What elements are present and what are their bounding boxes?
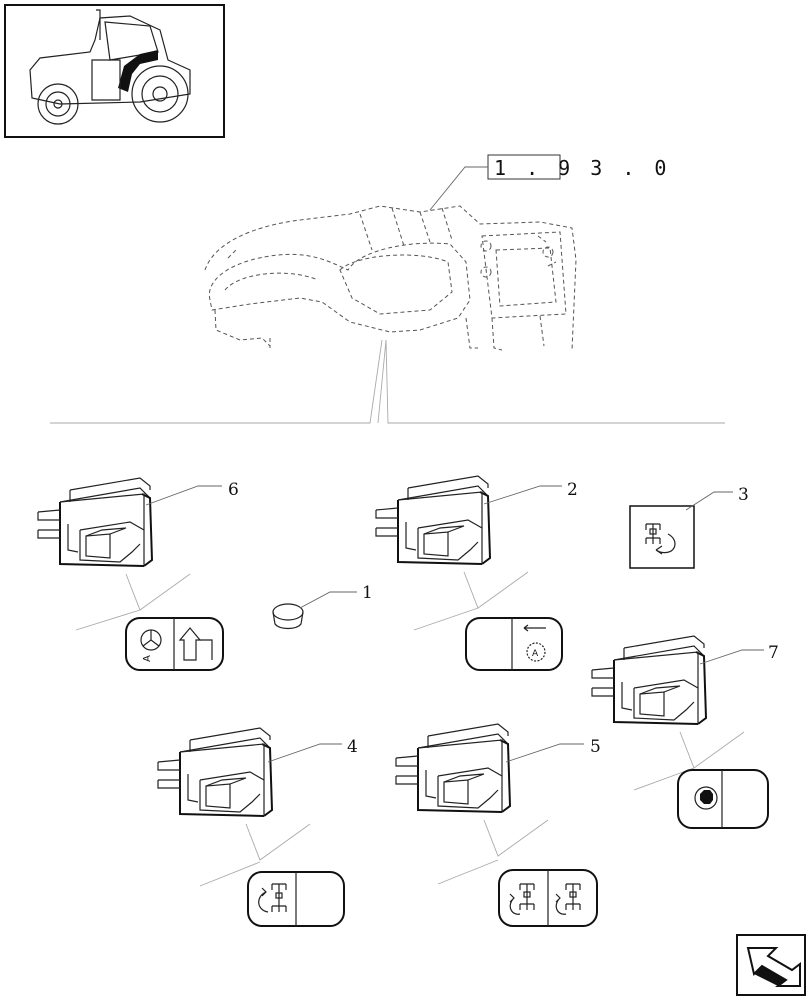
cap-plug-1: [272, 603, 304, 630]
dashboard-outline: [204, 205, 577, 351]
callout-4: 4: [347, 737, 358, 757]
svg-text:A: A: [142, 655, 153, 662]
rocker-switch-2: [375, 475, 529, 631]
rocker-switch-7: [591, 635, 745, 791]
callout-6: 6: [228, 480, 239, 500]
reference-code: 1 . 9 3 . 0: [494, 156, 670, 180]
label-plate-4wd-turn-icon: [247, 871, 345, 927]
svg-text:A: A: [532, 649, 539, 659]
rocker-switch-5: [395, 723, 549, 885]
callout-1: 1: [362, 583, 373, 603]
label-plate-3-four-wheel-drive-icon: [629, 505, 695, 569]
label-plate-steering-icon: A: [125, 617, 224, 671]
rocker-switch-4: [157, 727, 311, 887]
callout-7: 7: [768, 643, 779, 663]
label-plate-pto-icon: A: [465, 617, 563, 671]
rocker-switch-6: [37, 477, 191, 631]
tractor-thumbnail-icon: [4, 4, 225, 138]
callout-3: 3: [738, 485, 749, 505]
callout-2: 2: [567, 480, 578, 500]
reference-code-box: 1 . 9 3 . 0: [429, 154, 670, 211]
next-page-arrow-icon[interactable]: [736, 934, 806, 996]
callout-5: 5: [590, 737, 601, 757]
label-plate-diff-lock-icon: [677, 769, 769, 829]
label-plate-dual-4wd-icon: [498, 869, 598, 927]
